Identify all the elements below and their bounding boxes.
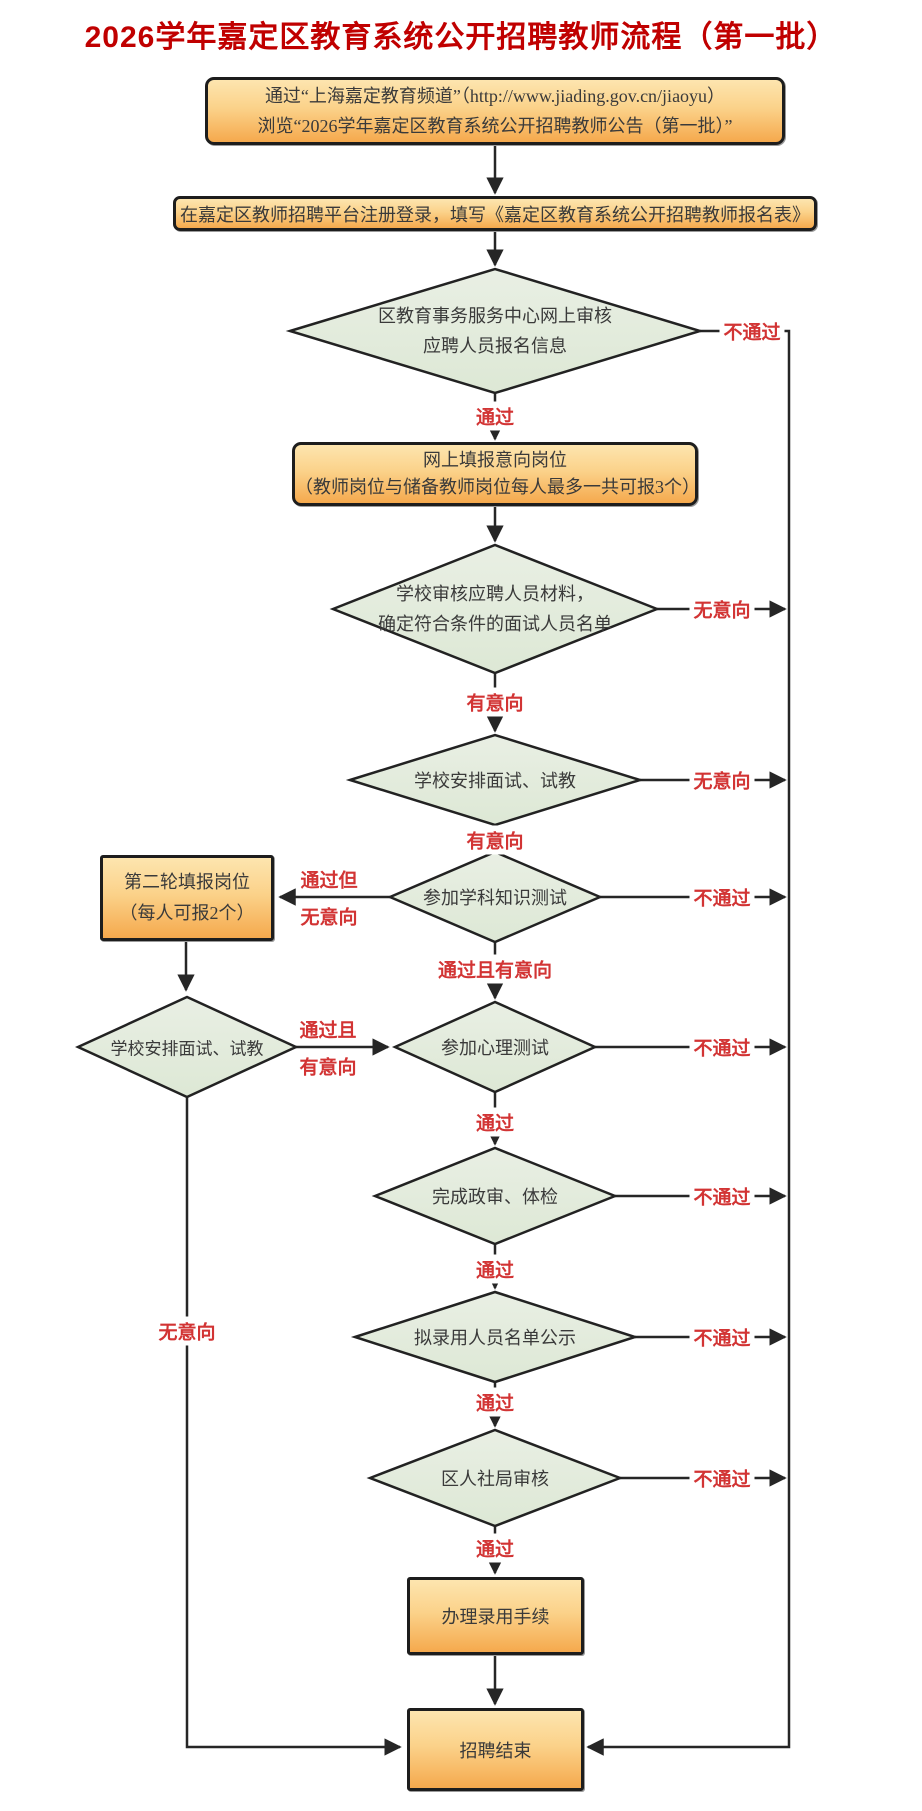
diamond-interview1: [345, 733, 645, 827]
review-line2: 应聘人员报名信息: [423, 336, 567, 356]
label-pass-4: 通过: [471, 1387, 519, 1417]
school-review-diamond-text: 学校审核应聘人员材料， 确定符合条件的面试人员名单: [378, 579, 612, 639]
notice-line1: 通过“上海嘉定教育频道”（http://www.jiading.gov.cn/j…: [264, 86, 726, 106]
interview1-diamond-text: 学校安排面试、试教: [414, 771, 576, 791]
notice-line2: 浏览“2026学年嘉定区教育系统公开招聘教师公告（第一批）”: [257, 116, 733, 136]
round2-line2: （每人可报2个）: [119, 903, 255, 923]
school-review-line2: 确定符合条件的面试人员名单: [378, 614, 612, 634]
label-no-intent-1: 无意向: [689, 594, 755, 624]
process-box-notice: 通过“上海嘉定教育频道”（http://www.jiading.gov.cn/j…: [205, 77, 785, 145]
label-pass-3: 通过: [471, 1254, 519, 1284]
label-pass-intent: 通过且有意向: [433, 954, 557, 984]
register-text: 在嘉定区教师招聘平台注册登录，填写《嘉定区教育系统公开招聘教师报名表》: [180, 204, 810, 225]
label-fail-5: 不通过: [689, 1322, 755, 1352]
review-line1: 区教育事务服务中心网上审核: [378, 306, 612, 326]
diamond-knowledge-test: [386, 850, 604, 944]
hire-text: 办理录用手续: [441, 1607, 550, 1627]
label-pass-2: 通过: [471, 1107, 519, 1137]
label-no-intent-3: 无意向: [154, 1316, 220, 1346]
label-fail-1: 不通过: [719, 316, 785, 346]
diamond-psych-test: [391, 1000, 599, 1094]
round2-line1: 第二轮填报岗位: [124, 872, 250, 892]
positions-line1: 网上填报意向岗位: [423, 450, 567, 470]
review-diamond-text: 区教育事务服务中心网上审核 应聘人员报名信息: [378, 301, 612, 361]
diamond-checkup: [371, 1146, 619, 1246]
label-pass-and-line1: 通过且: [299, 1020, 357, 1042]
diamond-interview2: [75, 995, 299, 1099]
bureau-diamond-text: 区人社局审核: [441, 1469, 549, 1489]
process-box-positions: 网上填报意向岗位 （教师岗位与储备教师岗位每人最多一共可报3个）: [292, 442, 700, 506]
label-fail-6: 不通过: [689, 1463, 755, 1493]
process-box-register: 在嘉定区教师招聘平台注册登录，填写《嘉定区教育系统公开招聘教师报名表》: [173, 196, 817, 231]
label-fail-2: 不通过: [689, 882, 755, 912]
label-fail-4: 不通过: [689, 1181, 755, 1211]
checkup-diamond-text: 完成政审、体检: [432, 1187, 558, 1207]
diamond-bureau-review: [366, 1428, 624, 1528]
knowledge-diamond-text: 参加学科知识测试: [423, 888, 567, 908]
process-box-round2: 第二轮填报岗位 （每人可报2个）: [100, 855, 274, 941]
diamond-publicity: [350, 1290, 640, 1384]
label-has-intent-2: 有意向: [462, 825, 528, 855]
label-pass-5: 通过: [471, 1533, 519, 1563]
edge-interview2-nointent-rail: [185, 1097, 402, 1756]
label-has-intent-1: 有意向: [462, 687, 528, 717]
label-pass-1: 通过: [471, 401, 519, 431]
process-box-hire: 办理录用手续: [407, 1577, 584, 1655]
interview2-diamond-text: 学校安排面试、试教: [110, 1039, 264, 1059]
publicity-diamond-text: 拟录用人员名单公示: [414, 1328, 576, 1348]
school-review-line1: 学校审核应聘人员材料，: [396, 584, 594, 604]
label-pass-but-line2: 无意向: [300, 907, 358, 929]
label-pass-and-line2: 有意向: [299, 1057, 357, 1079]
diamond-school-review: [329, 543, 661, 675]
label-pass-but-line1: 通过但: [300, 870, 358, 892]
end-text: 招聘结束: [459, 1740, 532, 1761]
page-title: 2026学年嘉定区教育系统公开招聘教师流程（第一批）: [84, 21, 838, 54]
diamond-review: [285, 267, 705, 395]
psych-diamond-text: 参加心理测试: [441, 1038, 549, 1058]
label-fail-3: 不通过: [689, 1032, 755, 1062]
label-no-intent-2: 无意向: [689, 765, 755, 795]
process-box-end: 招聘结束: [407, 1708, 584, 1791]
positions-line2: （教师岗位与储备教师岗位每人最多一共可报3个）: [295, 477, 700, 497]
